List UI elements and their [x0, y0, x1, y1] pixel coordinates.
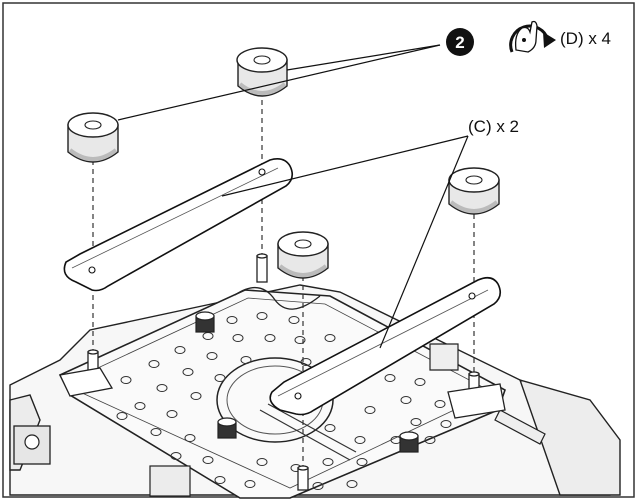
bracket-quantity-label: (C) x 2	[468, 117, 519, 136]
screw-cap-4	[448, 167, 500, 215]
screw-cap-2	[236, 47, 288, 97]
step-number-badge: 2	[446, 28, 474, 56]
bracket-c-right	[269, 276, 502, 416]
screw-cap-1	[67, 112, 119, 163]
screw-cap	[67, 47, 500, 279]
bracket-c-left	[63, 158, 294, 292]
screw-cap-3	[277, 231, 329, 279]
step-number: 2	[455, 33, 464, 52]
leader-lines	[117, 44, 469, 349]
hand-rotate-clockwise-icon	[509, 20, 556, 53]
center-ring	[216, 357, 334, 443]
plate-stud	[195, 311, 419, 453]
corner-tabs	[59, 367, 506, 419]
screw-quantity-label: (D) x 4	[560, 29, 611, 48]
